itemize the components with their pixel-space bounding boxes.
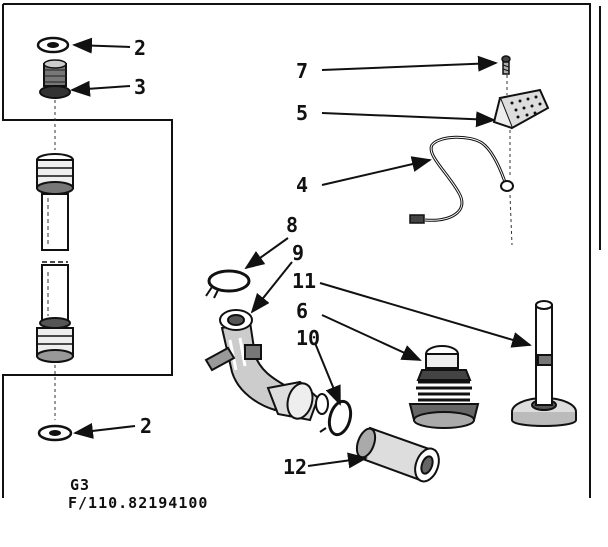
label-3: 3 <box>134 75 146 99</box>
group-code: G3 <box>70 476 90 494</box>
label-11: 11 <box>292 269 316 293</box>
washer-top <box>36 36 70 54</box>
label-10: 10 <box>296 326 320 350</box>
label-8: 8 <box>286 213 298 237</box>
bracket <box>492 88 550 130</box>
washer-bottom <box>37 424 73 442</box>
label-12: 12 <box>283 455 307 479</box>
pump-coupling <box>408 345 480 429</box>
label-6: 6 <box>296 299 308 323</box>
callout-labels: 2 3 7 5 4 8 9 11 6 10 2 12 <box>134 36 320 479</box>
footer: G3 F/110.82194100 <box>68 476 208 512</box>
leader-arrows <box>70 37 532 469</box>
fill-hose <box>36 153 74 363</box>
part-number: F/110.82194100 <box>68 494 208 512</box>
clamp-ring <box>319 399 353 437</box>
filter-screen <box>39 59 71 99</box>
screw <box>501 55 511 75</box>
label-2-top: 2 <box>134 36 146 60</box>
pump-hose <box>204 309 329 422</box>
drain-hose <box>355 426 440 483</box>
label-7: 7 <box>296 59 308 83</box>
label-9: 9 <box>292 241 304 265</box>
label-4: 4 <box>296 173 308 197</box>
center-lines <box>54 75 513 420</box>
label-2-bottom: 2 <box>140 414 152 438</box>
label-5: 5 <box>296 101 308 125</box>
hose-clamp <box>205 269 251 299</box>
ground-wire <box>409 135 514 224</box>
frame-lines <box>2 3 601 498</box>
float-stand <box>511 300 577 427</box>
